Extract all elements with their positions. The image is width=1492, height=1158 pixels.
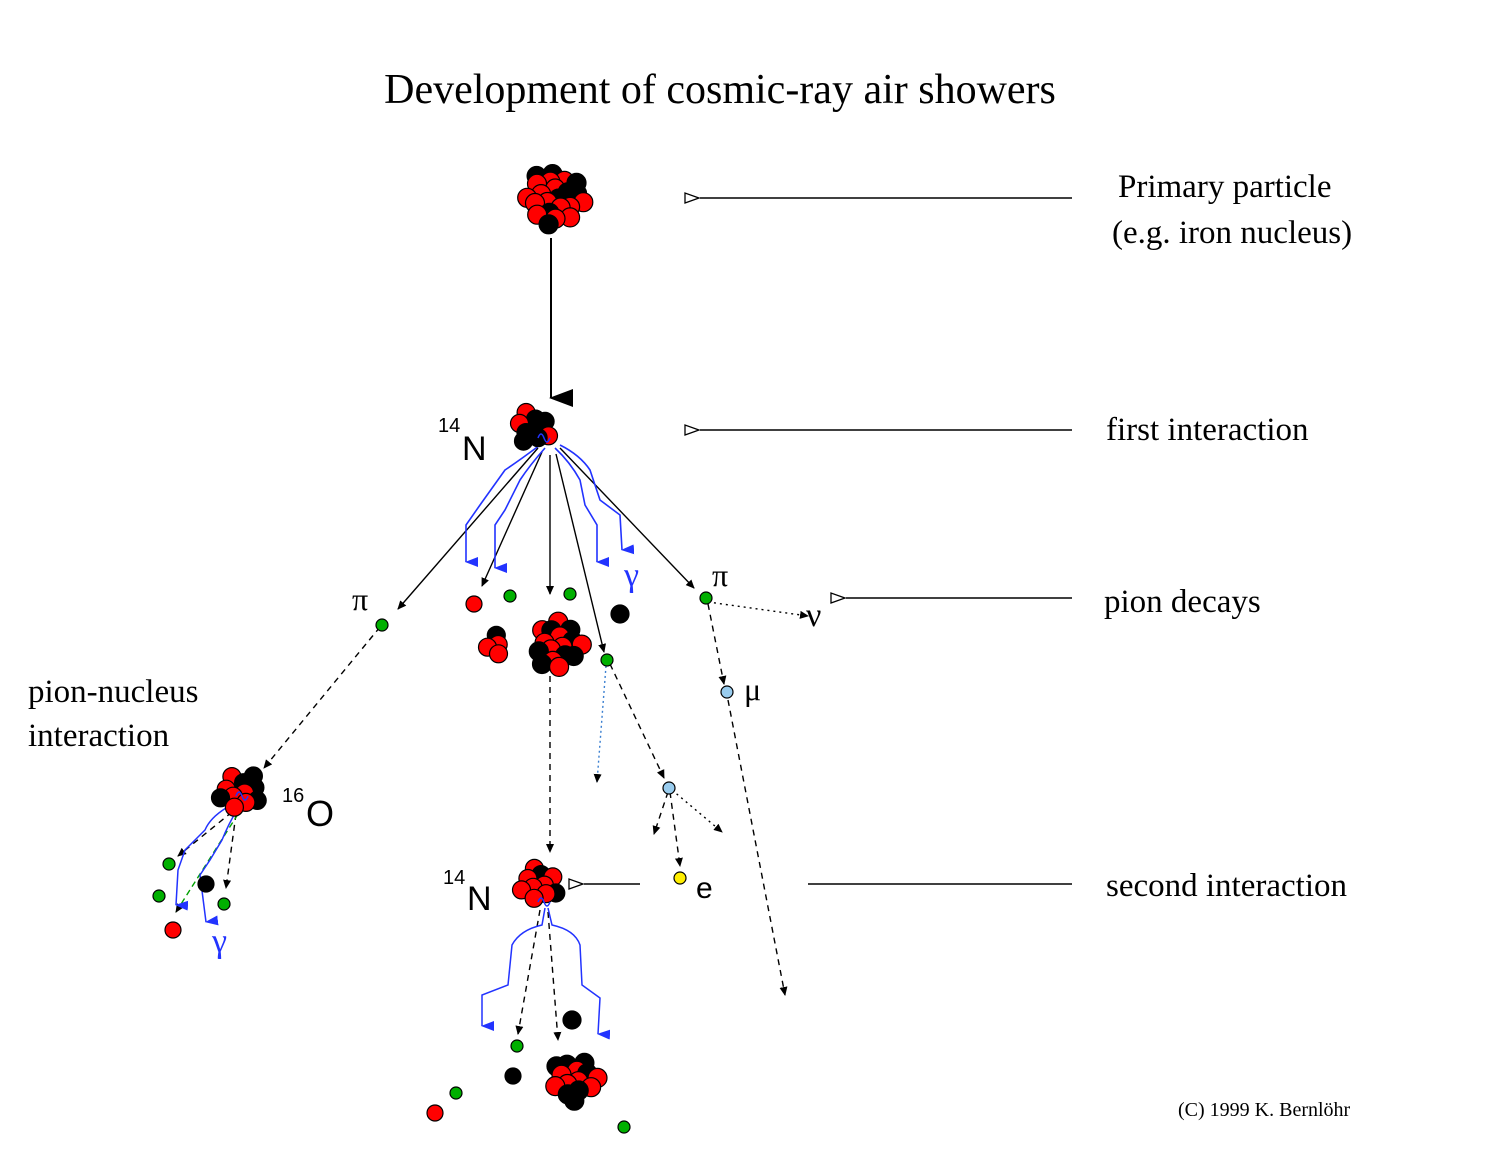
interaction-vertex-squiggle — [235, 791, 249, 801]
oxygen-nucleus — [210, 766, 267, 817]
electron-particle — [673, 871, 687, 885]
first-interaction-tracks — [397, 447, 695, 653]
second-interaction-tracks — [481, 907, 611, 1041]
n14b-symbol: N — [467, 880, 492, 918]
pion-middle — [600, 653, 614, 667]
second-interaction-label: second interaction — [1106, 868, 1347, 904]
o-proton — [164, 921, 182, 939]
o16-symbol: O — [306, 793, 334, 834]
pion-left — [375, 618, 389, 632]
primary-iron-nucleus — [517, 164, 594, 235]
nucleon — [564, 1090, 585, 1111]
muon-neutrino-dotted-track — [593, 665, 607, 783]
nucleon — [224, 797, 244, 817]
pion-nucleus-interaction-label: interaction — [28, 718, 169, 754]
muon-label: μ — [744, 671, 761, 707]
neutron-fragment — [610, 604, 630, 624]
fragment-nucleus-large — [528, 611, 592, 678]
muon-decay-particle — [662, 781, 676, 795]
n2-proton — [426, 1104, 444, 1122]
electron-label: e — [696, 872, 713, 905]
n2-pion-2 — [449, 1086, 463, 1100]
n2-neutron-1 — [562, 1010, 582, 1030]
first-interaction-label: first interaction — [1106, 412, 1309, 448]
nucleon — [513, 431, 534, 451]
proton-fragment — [465, 595, 483, 613]
n2-neutron-2 — [504, 1067, 522, 1085]
nucleon — [488, 644, 509, 664]
pion-nucleus-label: pion-nucleus — [28, 674, 198, 710]
o16-mass-number: 16 — [282, 785, 304, 807]
primary-particle-example-label: (e.g. iron nucleus) — [1112, 215, 1352, 251]
primary-particle-label: Primary particle — [1118, 169, 1332, 205]
pion-decays-label: pion decays — [1104, 584, 1261, 620]
nucleon — [563, 645, 584, 667]
first-interaction-nucleus — [509, 402, 559, 451]
o-pion-3 — [217, 897, 231, 911]
pion-right-label: π — [712, 557, 728, 593]
nucleon — [548, 656, 570, 678]
n2-pion-3 — [617, 1120, 631, 1134]
muon-particle — [720, 685, 734, 699]
diagram-title: Development of cosmic-ray air showers — [384, 67, 1056, 113]
neutrino-label: ν — [806, 597, 821, 634]
o-pion-1 — [162, 857, 176, 871]
nucleon — [210, 788, 231, 808]
gamma-left-label: γ — [211, 923, 227, 960]
pion-fragment-1 — [503, 589, 517, 603]
nucleon — [524, 888, 544, 908]
n14b-mass-number: 14 — [443, 867, 465, 889]
interaction-vertex-squiggle — [537, 897, 551, 907]
particles — [152, 587, 734, 1134]
n2-pion-1 — [510, 1039, 524, 1053]
decay-tracks — [263, 601, 809, 996]
first-interaction-photon-tracks — [465, 444, 635, 573]
o-pion-2 — [152, 889, 166, 903]
nucleon — [531, 653, 553, 675]
copyright-text: (C) 1999 K. Bernlöhr — [1178, 1099, 1351, 1121]
n14-mass-number: 14 — [438, 415, 460, 437]
pion-left-label: π — [352, 581, 368, 617]
n14-symbol: N — [462, 430, 487, 468]
pion-right — [699, 591, 713, 605]
pion-fragment-2 — [563, 587, 577, 601]
nucleon — [538, 214, 559, 235]
final-fragment-nucleus — [545, 1052, 608, 1111]
interaction-vertex-squiggle — [537, 433, 551, 443]
fragment-nucleus-small — [477, 625, 509, 664]
gamma-top-label: γ — [623, 557, 639, 594]
o-neutron — [197, 875, 215, 893]
